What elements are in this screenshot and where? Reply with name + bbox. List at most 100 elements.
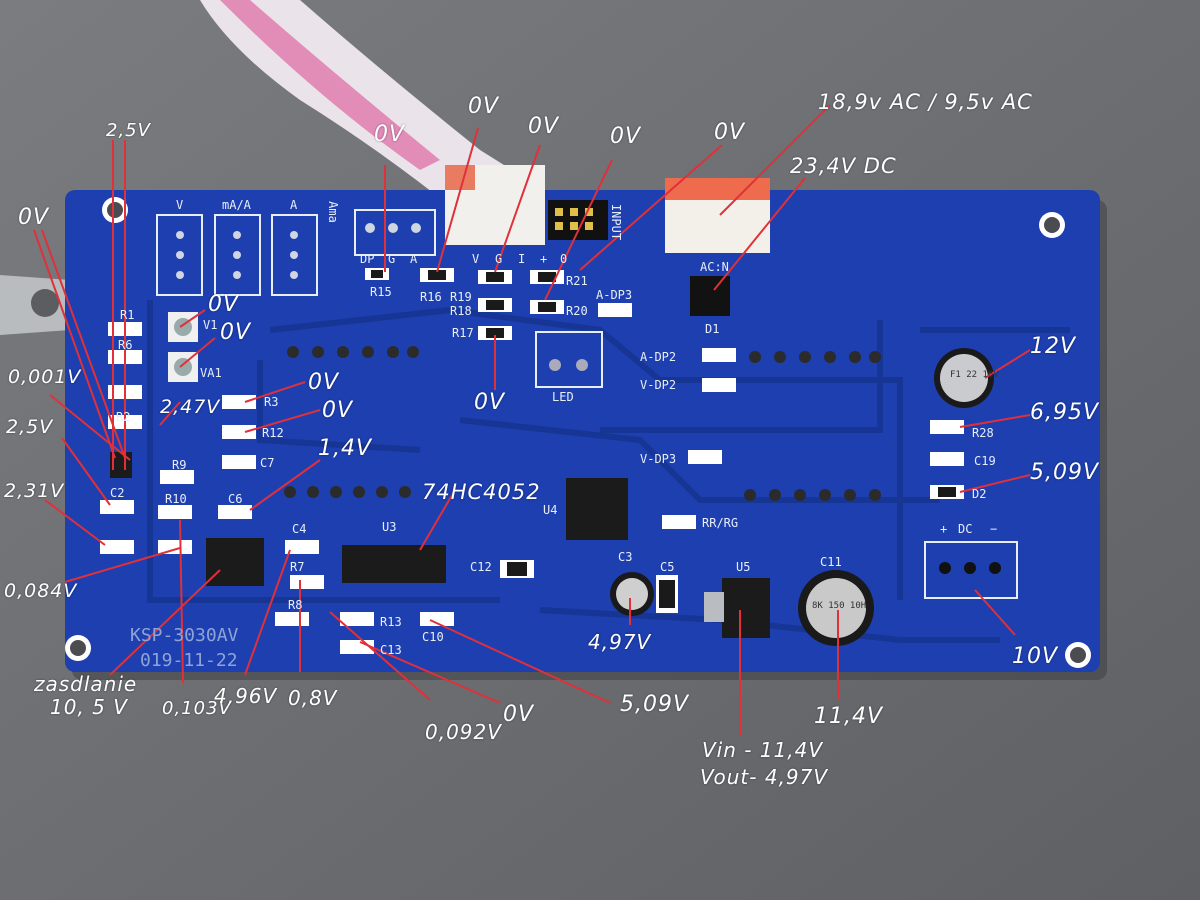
silk-r21: R21: [566, 274, 588, 288]
silk-led: LED: [552, 390, 574, 404]
ribbon-stripe: [220, 0, 440, 170]
silk-c6: C6: [228, 492, 243, 506]
silk-c11-cap: 8K 150 10H: [812, 601, 867, 611]
u5-regulator: [722, 578, 770, 638]
ic-u1: [110, 452, 132, 478]
note-vin: Vin - 11,4V: [702, 738, 824, 762]
bracket-hole: [31, 289, 59, 317]
note-0v-r12: 0V: [322, 398, 354, 423]
smd-resistors: [100, 268, 964, 654]
silk-dp: DP: [360, 252, 375, 266]
note-0v-conn2: 0V: [528, 114, 560, 139]
silk-u3: U3: [382, 520, 397, 534]
silk-r19: R19: [450, 290, 472, 304]
silk-c12: C12: [470, 560, 492, 574]
silk-d2: D2: [972, 487, 987, 501]
note-0v-bottom: 0V: [503, 702, 535, 727]
silk-plus2: +: [940, 522, 948, 536]
silk-v2: V: [472, 252, 480, 266]
note-4-97v: 4,97V: [588, 630, 652, 654]
note-2-31v: 2,31V: [4, 480, 65, 502]
silk-r18: R18: [450, 304, 472, 318]
note-4-96v: 4,96V: [214, 684, 278, 708]
silk-r1: R1: [120, 308, 135, 322]
led-footprint: [535, 331, 603, 388]
note-6-95v: 6,95V: [1030, 400, 1100, 425]
silk-board-id: KSP-3030AV: [130, 625, 239, 646]
silk-ama: Ama: [325, 201, 340, 223]
note-zasdlanie: zasdlanie: [34, 672, 138, 696]
silk-c19: C19: [974, 454, 996, 468]
silk-r15: R15: [370, 285, 392, 299]
note-10v: 10V: [1012, 644, 1059, 669]
note-0v-conn3: 0V: [610, 124, 642, 149]
silk-v: V: [176, 198, 184, 212]
ic-u2: [206, 538, 264, 586]
silk-a2: A: [410, 252, 418, 266]
note-0v-r15: 0V: [374, 122, 406, 147]
silk-dc: DC: [958, 522, 973, 536]
note-0-103v: 0,103V: [162, 698, 232, 719]
note-74hc4052: 74HC4052: [422, 480, 541, 504]
silk-r16: R16: [420, 290, 442, 304]
silk-minus: −: [990, 522, 998, 536]
annotation-lines: [33, 104, 1031, 735]
note-18-9v-ac: 18,9v AC / 9,5v AC: [818, 90, 1033, 114]
silk-c2: C2: [110, 486, 125, 500]
note-23-4v-dc: 23,4V DC: [790, 154, 897, 178]
silk-r2: R2: [116, 410, 131, 424]
silk-u5: U5: [736, 560, 751, 574]
note-5-09v-right: 5,09V: [1030, 460, 1100, 485]
silk-a-dp3: A-DP3: [596, 288, 633, 302]
note-2-5v-left: 2,5V: [6, 416, 54, 438]
silk-a-dp2: A-DP2: [640, 350, 677, 364]
silk-acn: AC:N: [700, 260, 729, 274]
silk-d1: D1: [705, 322, 720, 336]
silk-c11: C11: [820, 555, 842, 569]
silk-r7: R7: [290, 560, 305, 574]
d1-bridge: [690, 276, 730, 316]
trimmers: [168, 312, 198, 382]
silk-r13: R13: [380, 615, 402, 629]
ic-u3: [342, 545, 446, 583]
silk-a: A: [290, 198, 298, 212]
note-zasdlanie-val: 10, 5 V: [50, 695, 128, 719]
note-1-4v: 1,4V: [318, 436, 373, 461]
silk-input: INPUT: [609, 203, 624, 241]
silk-c10: C10: [422, 630, 444, 644]
note-0v-conn1: 0V: [468, 94, 500, 119]
silk-c7: C7: [260, 456, 275, 470]
note-0v-vr2: 0V: [220, 320, 252, 345]
silk-rr-rg: RR/RG: [702, 516, 739, 530]
silk-r3: R3: [264, 395, 279, 409]
note-0-001v: 0,001V: [8, 366, 82, 388]
dc-connector: [924, 541, 1018, 599]
note-0v-left-top: 0V: [18, 205, 50, 230]
note-0v-r17: 0V: [474, 390, 506, 415]
silk-va1: VA1: [200, 366, 222, 380]
note-5-09v-bottom: 5,09V: [620, 692, 690, 717]
silk-u4: U4: [543, 503, 558, 517]
note-12v: 12V: [1030, 334, 1077, 359]
note-0-8v: 0,8V: [288, 686, 338, 710]
silk-r10: R10: [165, 492, 187, 506]
note-0-084v: 0,084V: [4, 580, 78, 602]
silk-c4: C4: [292, 522, 307, 536]
silk-r20: R20: [566, 304, 588, 318]
silk-plus: +: [540, 252, 548, 266]
meter-footprints: [156, 209, 436, 296]
silk-v-dp3: V-DP3: [640, 452, 677, 466]
silk-g: G: [388, 252, 396, 266]
silk-c5: C5: [660, 560, 675, 574]
silk-zero: 0: [560, 252, 568, 266]
silk-c13: C13: [380, 643, 402, 657]
note-2-47v: 2,47V: [160, 396, 221, 418]
silk-f1-cap: F1 22 16V: [950, 370, 999, 380]
silk-r6: R6: [118, 338, 133, 352]
note-0-092v: 0,092V: [425, 720, 502, 744]
note-0v-conn4: 0V: [714, 120, 746, 145]
note-0v-vr1: 0V: [208, 292, 240, 317]
note-11-4v: 11,4V: [814, 704, 884, 729]
